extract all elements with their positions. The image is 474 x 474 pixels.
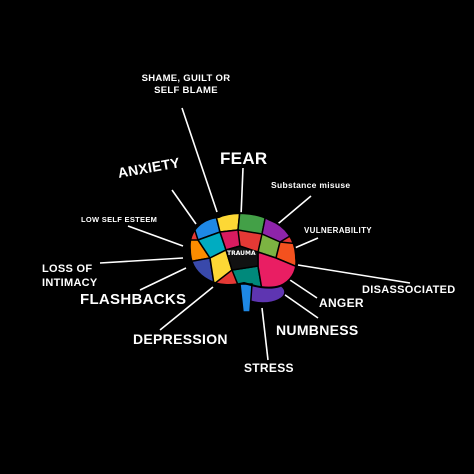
brain-stem — [239, 283, 253, 313]
connector-stress — [261, 307, 269, 361]
connector-flashbacks — [139, 267, 187, 291]
connector-anger — [289, 279, 318, 299]
label-loss-line2: INTIMACY — [42, 276, 98, 289]
label-numbness: NUMBNESS — [276, 322, 359, 338]
label-vulnerability: VULNERABILITY — [304, 226, 372, 235]
connector-fear — [240, 167, 244, 217]
connector-disassociated — [297, 264, 411, 284]
label-shame: SHAME, GUILT OR SELF BLAME — [128, 73, 244, 97]
label-low-self-esteem: LOW SELF ESTEEM — [81, 215, 158, 224]
label-anger: ANGER — [319, 296, 364, 310]
label-depression: DEPRESSION — [133, 331, 228, 347]
label-shame-line2: SELF BLAME — [154, 84, 218, 96]
label-shame-line1: SHAME, GUILT OR — [141, 73, 231, 84]
label-stress: STRESS — [244, 361, 294, 375]
connector-shame — [181, 107, 218, 213]
label-disassociated: DISASSOCIATED — [362, 284, 456, 296]
label-fear: FEAR — [220, 149, 268, 168]
connector-loss-of-intimacy — [99, 257, 184, 264]
label-substance-misuse: Substance misuse — [271, 180, 351, 190]
label-loss-of-intimacy: LOSS OF INTIMACY — [42, 263, 98, 291]
connector-substance — [272, 195, 312, 229]
connector-low-self-esteem — [127, 225, 184, 247]
connector-depression — [159, 286, 214, 331]
label-flashbacks: FLASHBACKS — [80, 291, 187, 308]
center-label-trauma: TRAUMA — [227, 250, 256, 257]
label-loss-line1: LOSS OF — [42, 263, 93, 275]
connector-anxiety — [171, 189, 197, 225]
